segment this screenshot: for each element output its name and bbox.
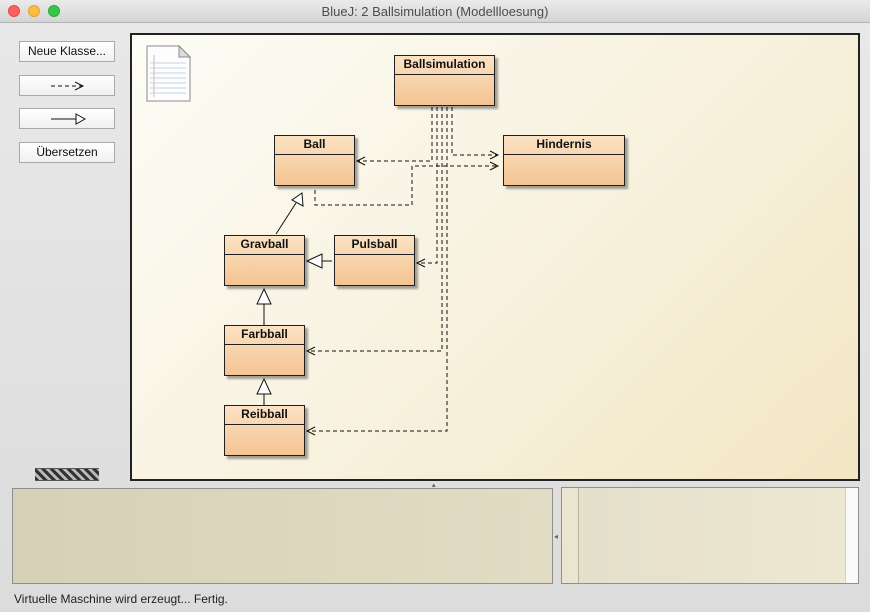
codepad-gutter [562, 488, 579, 583]
class-name-reibball: Reibball [225, 406, 304, 425]
splitter-grip-icon[interactable]: ▴ [432, 482, 436, 489]
class-hindernis[interactable]: Hindernis [503, 135, 625, 186]
inheritance-arrow-icon [51, 113, 87, 125]
window-title: BlueJ: 2 Ballsimulation (Modellloesung) [321, 4, 549, 19]
pane-divider-grip-icon[interactable]: ◂ [554, 532, 559, 541]
compile-button[interactable]: Übersetzen [19, 142, 115, 163]
codepad-scrollbar[interactable] [845, 488, 858, 583]
class-ball[interactable]: Ball [274, 135, 355, 186]
class-name-hindernis: Hindernis [504, 136, 624, 155]
zoom-window-button[interactable] [48, 5, 60, 17]
new-class-button[interactable]: Neue Klasse... [19, 41, 115, 62]
class-farbball[interactable]: Farbball [224, 325, 305, 376]
close-window-button[interactable] [8, 5, 20, 17]
class-gravball[interactable]: Gravball [224, 235, 305, 286]
dashed-arrow-icon [51, 81, 85, 91]
vm-activity-indicator [35, 468, 99, 481]
class-ballsimulation[interactable]: Ballsimulation [394, 55, 495, 106]
class-name-ballsimulation: Ballsimulation [395, 56, 494, 75]
uses-arrow-button[interactable] [19, 75, 115, 96]
dependency-arrows [256, 107, 500, 436]
class-reibball[interactable]: Reibball [224, 405, 305, 456]
class-name-gravball: Gravball [225, 236, 304, 255]
class-diagram-canvas[interactable]: Ballsimulation Hindernis Ball Gravball P… [130, 33, 860, 481]
object-bench[interactable] [12, 488, 553, 584]
readme-document-icon[interactable] [146, 44, 192, 108]
status-bar-text: Virtuelle Maschine wird erzeugt... Ferti… [14, 592, 228, 606]
inherit-arrow-button[interactable] [19, 108, 115, 129]
title-bar: BlueJ: 2 Ballsimulation (Modellloesung) [0, 0, 870, 23]
class-name-farbball: Farbball [225, 326, 304, 345]
class-name-pulsball: Pulsball [335, 236, 414, 255]
codepad-panel[interactable] [561, 487, 859, 584]
minimize-window-button[interactable] [28, 5, 40, 17]
class-pulsball[interactable]: Pulsball [334, 235, 415, 286]
class-name-ball: Ball [275, 136, 354, 155]
